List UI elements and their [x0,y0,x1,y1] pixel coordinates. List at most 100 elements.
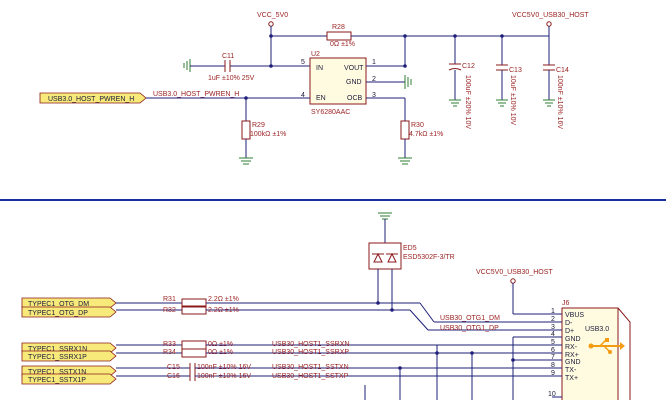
r33-value: 0Ω ±1% [208,341,233,348]
usb-symbol-icon [588,338,625,354]
ed5-part-number: ESD5302F-3/TR [403,254,455,261]
port-typec1-ssrx1n-label: TYPEC1_SSRX1N [28,346,87,353]
net-otg1-dm: USB30_OTG1_DM [440,315,500,322]
j6-pin-5: 5 RX- [551,339,578,351]
j6-pin-10: 10 [548,391,562,398]
u2-pinnum-1: 1 [372,59,376,66]
c13-ref: C13 [509,67,522,74]
port-typec1-otg-dm [21,297,117,309]
r34-ref: R34 [163,349,176,356]
net-host1-ssrxp: USB30_HOST1_SSRXP [272,349,349,356]
j6-pin-10-num: 10 [548,391,556,398]
c16-ref: C16 [167,373,180,380]
port-usb30-host-pwren-label: USB3.0_HOST_PWREN_H [48,96,134,103]
bottom-usb-connector-section: ED5 ESD5302F-3/TR VCC5V0_USB30_HOST TYPE… [21,212,631,400]
c13-capacitor: C13 10uF ±10% 10V [496,34,522,125]
c13-value: 10uF ±10% 10V [509,75,516,125]
c14-ref: C14 [556,67,569,74]
u2-pin-in: IN [316,65,323,72]
j6-title: USB3.0 [585,326,609,333]
row-ssrx1p: TYPEC1_SSRX1P R34 0Ω ±1% USB30_HOST1_SSR… [21,348,552,362]
row-sstx1n: TYPEC1_SSTX1N C15 100nF ±10% 16V USB30_H… [21,363,552,377]
r28-ref: R28 [332,24,345,31]
r28-value: 0Ω ±1% [330,41,355,48]
row-sstx1p: TYPEC1_SSTX1P C16 100nF ±10% 16V USB30_H… [21,371,552,385]
row-otg-dp: TYPEC1_OTG_DP R32 2.2Ω ±1% USB30_OTG1_DP [21,305,552,332]
j6-pin-9: 9 TX+ [551,370,578,382]
r32-ref: R32 [163,307,176,314]
c11-ref: C11 [222,53,234,60]
j6-ref: J6 [562,300,570,307]
c15-ref: C15 [167,364,180,371]
j6-pin-2: 2 D- [551,316,573,327]
r33-resistor-icon [181,340,207,350]
row-otg-dm: TYPEC1_OTG_DM R31 2.2Ω ±1% USB30_OTG1_DM [21,296,552,323]
vcc-5v0-port-icon [268,21,274,27]
r33-ref: R33 [163,341,176,348]
u2-pinnum-3: 3 [372,92,376,99]
c11-value: 1uF ±10% 25V [208,75,255,82]
u2-chip [309,57,367,105]
j6-pin-8: 8 TX- [551,362,577,374]
r29-resistor-icon [241,120,251,140]
port-typec1-ssrx1p [21,350,117,362]
r30-value: 4.7kΩ ±1% [409,131,443,138]
j6-pin-2-num: 2 [551,316,555,323]
j6-pin-9-num: 9 [551,370,555,377]
r34-resistor-icon [181,348,207,358]
r31-value: 2.2Ω ±1% [208,296,239,303]
r29-value: 100kΩ ±1% [250,131,286,138]
u2-pin-en: EN [316,95,326,102]
j6-pin-5-name: RX- [565,344,578,351]
j6-pin-list: 1 VBUS 2 D- 3 D+ 4 GND 5 RX- [548,308,584,398]
port-typec1-otg-dp [21,306,117,318]
net-otg1-dp: USB30_OTG1_DP [440,325,499,332]
j6-pin-1: 1 VBUS [551,308,584,319]
port-typec1-otg-dm-label: TYPEC1_OTG_DM [28,301,89,308]
row-ssrx1n: TYPEC1_SSRX1N R33 0Ω ±1% USB30_HOST1_SSR… [21,340,552,354]
j6-pin-6-name: RX+ [565,352,579,359]
u2-part-number: SY6280AAC [311,109,350,116]
j6-pin-7: 7 GND [551,354,581,366]
j6-pin-7-num: 7 [551,354,555,361]
j6-pin-4-name: GND [565,336,581,343]
j6-pin-7-name: GND [565,359,581,366]
c12-ref: C12 [462,63,475,70]
u2-pin-ocb: OCB [347,95,363,102]
j6-pin-4: 4 GND [551,331,581,343]
r32-value: 2.2Ω ±1% [208,307,239,314]
j6-pin-6: 6 RX+ [551,347,579,359]
j6-pin-1-name: VBUS [565,312,584,319]
ed5-esd-icon [368,242,402,270]
c12-value: 100uF ±20% 10V [464,75,471,129]
u2-pinnum-2: 2 [372,76,376,83]
u2-pinnum-4: 4 [301,92,305,99]
j6-pin-9-name: TX+ [565,375,578,382]
j6-pin-3-name: D+ [565,328,574,335]
j6-pin-8-num: 8 [551,362,555,369]
r34-value: 0Ω ±1% [208,349,233,356]
j6-pin-6-num: 6 [551,347,555,354]
port-typec1-sstx1p [21,373,117,385]
c12-capacitor: C12 100uF ±20% 10V [448,34,475,129]
port-typec1-sstx1p-label: TYPEC1_SSTX1P [28,377,86,384]
vcc-usb30-bottom-port-icon [510,278,516,284]
port-typec1-sstx1n-label: TYPEC1_SSTX1N [28,369,86,376]
j6-pin-5-num: 5 [551,339,555,346]
net-pwren-label: USB3.0_HOST_PWREN_H [153,91,239,98]
ed5-ref: ED5 [403,245,417,252]
u2-ref: U2 [311,51,320,58]
r31-ref: R31 [163,296,176,303]
j6-pin-3: 3 D+ [551,324,574,335]
r29-ref: R29 [252,122,265,129]
c15-value: 100nF ±10% 16V [197,364,251,371]
j6-pin-1-num: 1 [551,308,555,315]
r30-ref: R30 [411,122,424,129]
r28-resistor-icon [326,31,352,41]
top-power-switch-section: VCC_5V0 C11 1uF ±10% 25V R28 0Ω ±1% U2 S… [39,12,589,165]
u2-pin-vout: VOUT [344,65,364,72]
vcc-5v0-label: VCC_5V0 [257,12,288,19]
vcc-usb30-port-icon [546,21,552,27]
port-typec1-ssrx1p-label: TYPEC1_SSRX1P [28,354,87,361]
